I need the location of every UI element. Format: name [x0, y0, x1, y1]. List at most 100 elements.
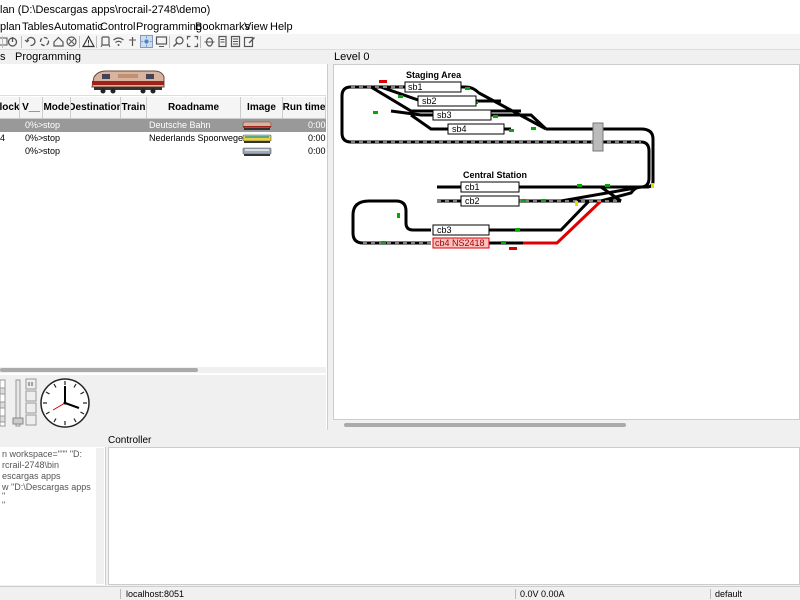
svg-text:cb2: cb2 — [465, 196, 480, 206]
menu-control[interactable]: Control — [100, 21, 136, 33]
block-sb1[interactable]: sb1 — [404, 81, 462, 93]
menu-bar: plan Tables Automatic Control Programmin… — [0, 20, 800, 34]
cell-mode: stop — [43, 120, 61, 130]
log-line: escargas apps — [2, 471, 61, 481]
track-plan: Staging Area Central Station sb1 sb2 sb3… — [340, 70, 655, 250]
refresh-icon[interactable] — [24, 35, 37, 48]
svg-text:cb4 NS2418: cb4 NS2418 — [435, 238, 485, 248]
edit-icon[interactable] — [243, 35, 256, 48]
cell-speed: 0%> — [25, 133, 44, 143]
cell-block: 4 — [0, 133, 6, 143]
log-line: " — [2, 500, 6, 510]
status-host: localhost:8051 — [126, 589, 185, 599]
list-icon[interactable] — [229, 35, 242, 48]
log-line: " — [2, 491, 6, 501]
staging-area-label: Staging Area — [406, 70, 462, 80]
controller-panel[interactable] — [108, 447, 800, 585]
home-icon[interactable] — [52, 35, 65, 48]
menu-help[interactable]: Help — [270, 21, 293, 33]
document-icon[interactable] — [216, 35, 229, 48]
svg-text:sb1: sb1 — [408, 82, 423, 92]
toolbar — [0, 34, 800, 50]
col-roadname[interactable]: Roadname — [147, 97, 241, 119]
throttle-slider[interactable] — [12, 378, 24, 428]
loco-thumbnail — [242, 134, 272, 143]
train-icon[interactable] — [99, 35, 112, 48]
menu-tables[interactable]: Tables — [22, 21, 54, 33]
menu-view[interactable]: View — [244, 21, 268, 33]
clock-icon — [40, 378, 90, 428]
selected-loco-image — [91, 70, 165, 94]
occupied-route — [523, 199, 603, 245]
signal-icon[interactable] — [373, 80, 654, 250]
block-sb2[interactable]: sb2 — [417, 95, 477, 107]
bug-icon[interactable] — [203, 35, 216, 48]
cell-speed: 0%> — [25, 120, 44, 130]
svg-text:cb1: cb1 — [465, 182, 480, 192]
fullscreen-icon[interactable] — [186, 35, 199, 48]
menu-bookmarks[interactable]: Bookmarks — [195, 21, 251, 33]
svg-text:sb4: sb4 — [452, 124, 467, 134]
monitor-icon[interactable] — [155, 35, 168, 48]
block-sb4[interactable]: sb4 — [447, 123, 505, 135]
cell-runtime: 0:00 — [308, 133, 326, 143]
svg-text:sb2: sb2 — [422, 96, 437, 106]
window-title: lan (D:\Descargas apps\rocrail-2748\demo… — [0, 4, 211, 16]
svg-text:cb3: cb3 — [437, 225, 452, 235]
col-block[interactable]: lock — [0, 97, 20, 119]
stop-circle-icon[interactable] — [65, 35, 78, 48]
tab-locomotives[interactable]: s — [0, 51, 6, 63]
loco-thumbnail — [242, 147, 272, 156]
table-scroll-thumb[interactable] — [0, 368, 198, 372]
server-log[interactable]: n workspace=""" "D: rcrail-2748\bin esca… — [0, 447, 106, 585]
crossing-icon — [592, 122, 604, 152]
cell-mode: stop — [43, 133, 61, 143]
col-mode[interactable]: Mode — [43, 97, 71, 119]
cell-roadname: Deutsche Bahn — [149, 120, 211, 130]
tab-level-0[interactable]: Level 0 — [334, 51, 370, 63]
warning-icon[interactable] — [82, 35, 95, 48]
col-runtime[interactable]: Run time — [283, 97, 326, 119]
menu-programming[interactable]: Programming — [136, 21, 203, 33]
throttle-area — [0, 375, 326, 430]
status-mode: default — [715, 589, 743, 599]
cell-runtime: 0:00 — [308, 120, 326, 130]
log-line: rcrail-2748\bin — [2, 460, 60, 470]
svg-text:sb3: sb3 — [437, 110, 452, 120]
wifi-icon[interactable] — [112, 35, 125, 48]
block-cb3[interactable]: cb3 — [432, 224, 490, 236]
cell-runtime: 0:00 — [308, 146, 326, 156]
cycle-icon[interactable] — [38, 35, 51, 48]
central-station-label: Central Station — [463, 170, 527, 180]
menu-automatic[interactable]: Automatic — [54, 21, 103, 33]
col-destination[interactable]: Destination — [71, 97, 121, 119]
status-power: 0.0V 0.00A — [520, 589, 565, 599]
log-vertical-scrollbar[interactable] — [96, 448, 104, 584]
plan-scroll-thumb[interactable] — [344, 423, 626, 427]
log-line: w "D:\Descargas apps — [2, 482, 91, 492]
sun-icon[interactable] — [140, 35, 153, 48]
power-icon[interactable] — [6, 35, 19, 48]
col-train[interactable]: Train — [121, 97, 147, 119]
track-plan-canvas[interactable]: Staging Area Central Station sb1 sb2 sb3… — [333, 64, 800, 420]
col-speed[interactable]: V__ — [20, 97, 43, 119]
block-cb1[interactable]: cb1 — [460, 181, 520, 193]
speed-slider[interactable] — [0, 378, 8, 428]
log-line: n workspace=""" "D: — [2, 449, 83, 459]
table-row[interactable]: 4 0%> stop Nederlands Spoorwegen 0:00 — [0, 132, 326, 145]
title-bar: lan (D:\Descargas apps\rocrail-2748\demo… — [0, 0, 800, 20]
signal-icon[interactable] — [126, 35, 139, 48]
status-bar: localhost:8051 0.0V 0.00A default — [0, 586, 800, 600]
tab-programming[interactable]: Programming — [15, 51, 82, 63]
block-sb3[interactable]: sb3 — [432, 109, 492, 121]
function-buttons[interactable] — [25, 378, 37, 428]
loco-thumbnail — [242, 121, 272, 130]
menu-plan[interactable]: plan — [0, 21, 21, 33]
table-row[interactable]: 0%> stop Deutsche Bahn 0:00 — [0, 119, 326, 132]
table-row[interactable]: 0%> stop 0:00 — [0, 145, 326, 158]
cell-speed: 0%> — [25, 146, 44, 156]
zoom-icon[interactable] — [172, 35, 185, 48]
block-cb4[interactable]: cb4 NS2418 — [432, 237, 490, 249]
block-cb2[interactable]: cb2 — [460, 195, 520, 207]
col-image[interactable]: Image — [241, 97, 283, 119]
